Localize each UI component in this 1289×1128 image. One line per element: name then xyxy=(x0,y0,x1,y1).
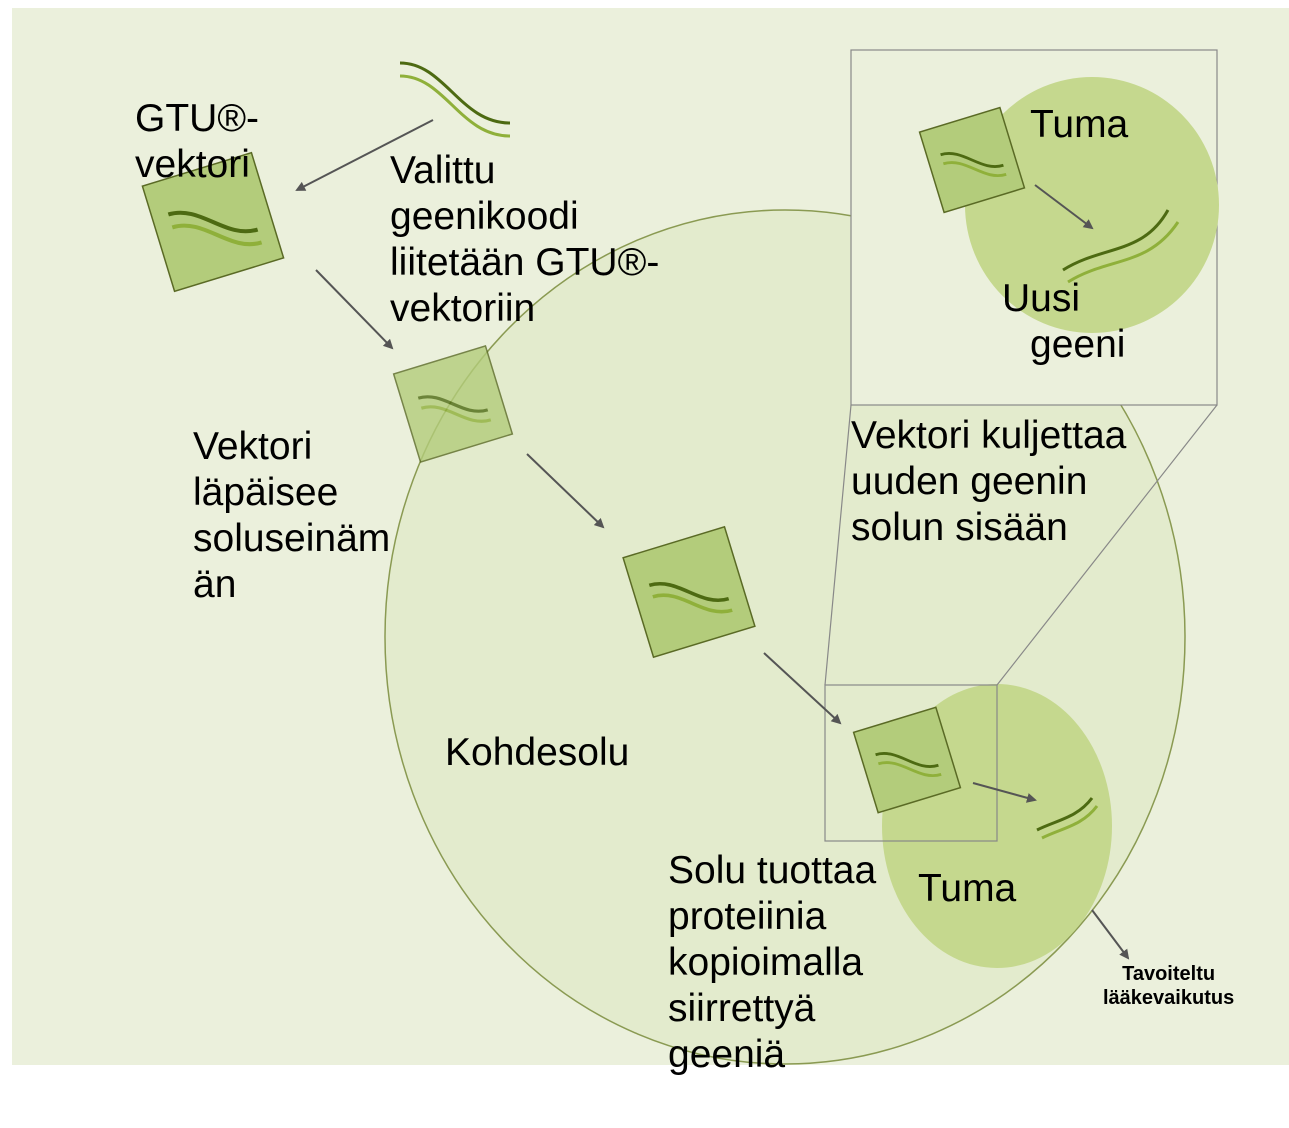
zoom-source-box xyxy=(824,684,998,842)
arrow-icon xyxy=(972,782,1037,803)
label-target-cell: Kohdesolu xyxy=(445,731,630,774)
label-selected-gene: Valittu geenikoodi liitetään GTU®- vekto… xyxy=(390,149,660,330)
vector-square-icon xyxy=(141,151,285,293)
arrow-icon xyxy=(763,652,842,725)
gene-strand-icon xyxy=(399,61,511,138)
arrow-icon xyxy=(1091,909,1130,960)
arrow-icon xyxy=(526,453,605,529)
arrow-icon xyxy=(295,119,434,191)
vector-square-icon xyxy=(918,106,1026,214)
label-vector-penetrates: Vektori läpäisee soluseinäm än xyxy=(193,425,391,606)
nucleus-zoom xyxy=(965,77,1219,333)
label-new-gene: Uusi geeni xyxy=(1002,277,1126,366)
zoom-connector-left xyxy=(824,404,852,686)
vector-square-icon xyxy=(392,345,514,463)
gene-strand-icon xyxy=(1062,209,1180,284)
arrow-icon xyxy=(1034,184,1094,230)
label-nucleus-main: Tuma xyxy=(918,867,1017,910)
arrow-icon xyxy=(315,269,394,350)
label-cell-produces: Solu tuottaa proteiinia kopioimalla siir… xyxy=(668,849,877,1076)
gene-strand-icon xyxy=(1036,797,1099,840)
label-nucleus-zoom: Tuma xyxy=(1030,103,1129,146)
vector-square-icon xyxy=(622,525,756,659)
vector-square-icon xyxy=(852,706,962,814)
label-vector-transports: Vektori kuljettaa uuden geenin solun sis… xyxy=(851,414,1127,549)
label-drug-effect: Tavoiteltu lääkevaikutus xyxy=(1103,963,1235,1009)
zoom-connector-right xyxy=(996,404,1218,686)
label-gtu-vector: GTU®- vektori xyxy=(135,97,260,186)
